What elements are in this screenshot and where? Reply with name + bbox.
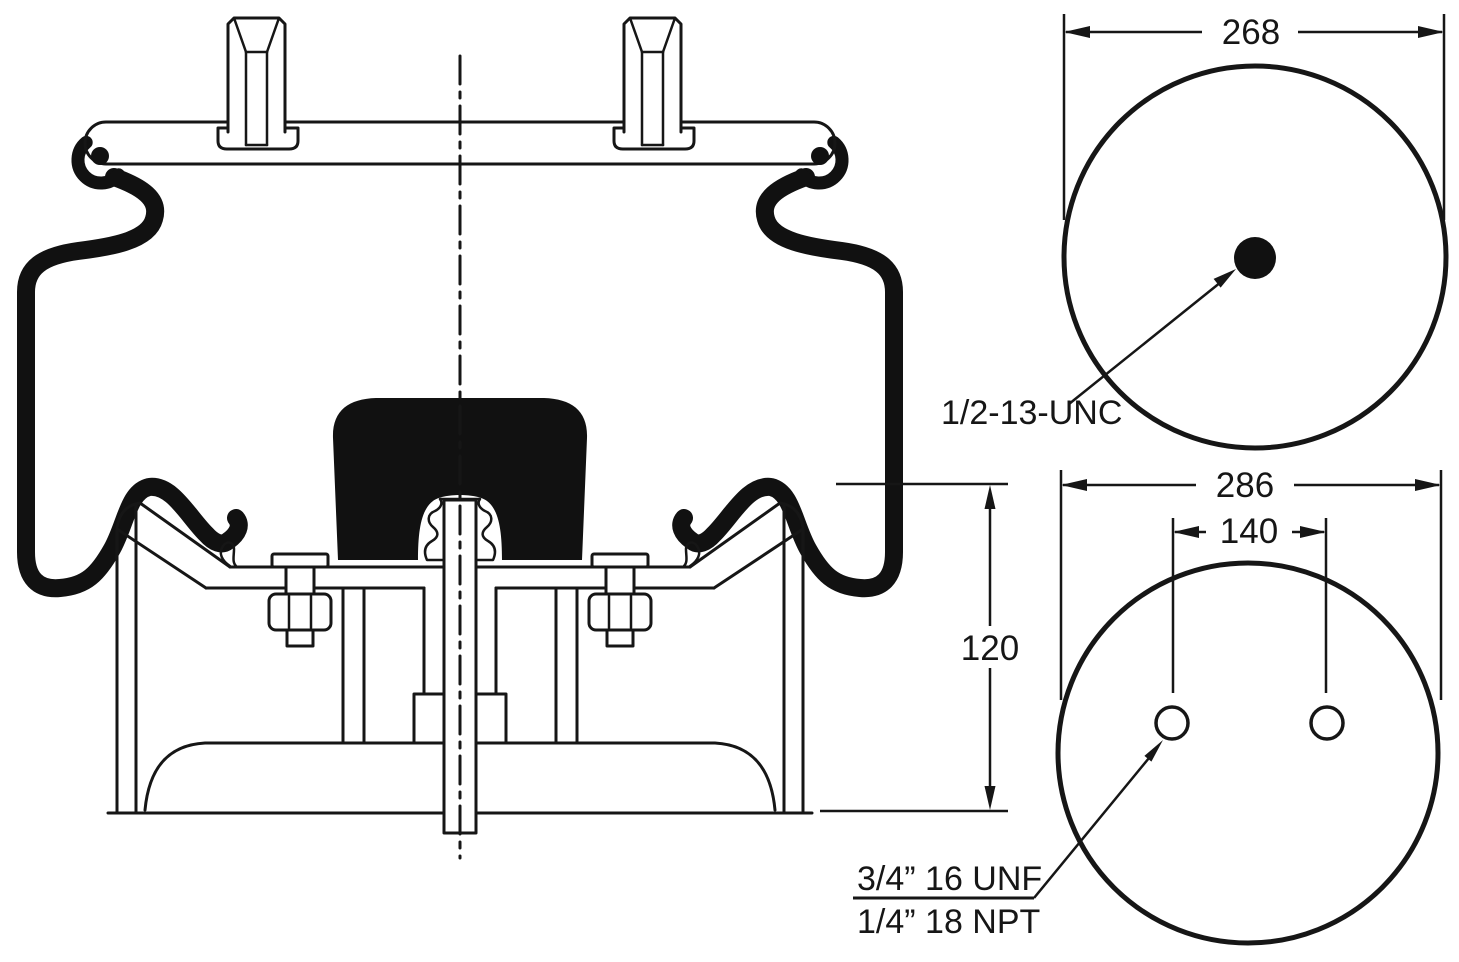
piston-left-bend (115, 501, 142, 530)
mounting-stud-right (612, 16, 696, 151)
stud-thread-callout: 1/2-13-UNC (941, 269, 1236, 432)
dim-268-value: 268 (1222, 13, 1280, 52)
air-fitting-hole-left (1154, 705, 1190, 741)
bellows-left-wall (17, 168, 248, 598)
arrowhead-left (1061, 479, 1087, 491)
top-view-circle (1061, 63, 1449, 451)
arrowhead-left (1173, 526, 1199, 538)
dimension-140: 140 (1171, 512, 1328, 693)
top-plate-outline (83, 120, 837, 166)
arrowhead-left (1064, 26, 1090, 38)
bottom-view: 286 140 3/4” 16 UNF 1/4” 18 NPT (853, 466, 1443, 946)
hex-nut (267, 592, 333, 632)
flange-bolt-left (267, 552, 333, 648)
piston-clamp-lip-right (682, 541, 701, 568)
dimension-120: 120 (820, 482, 1019, 813)
bolt-pad (270, 552, 330, 569)
bottom-view-circle (1055, 560, 1441, 946)
stud-thread-label: 1/2-13-UNC (941, 394, 1122, 432)
dimension-286: 286 (1059, 466, 1443, 700)
dimension-268: 268 (1062, 13, 1446, 220)
bellows-bead-wrap-left (71, 135, 126, 190)
hex-nut (587, 592, 653, 632)
dim-120-value: 120 (961, 629, 1019, 668)
leader-arrowhead (1144, 740, 1163, 762)
dim-286-value: 286 (1216, 466, 1274, 505)
front-section-view (17, 16, 903, 860)
hex-nut-facets (287, 594, 313, 630)
bellows-bead-wrap-right (794, 135, 849, 190)
arrowhead-up (984, 485, 996, 509)
fitting-label-bottom: 1/4” 18 NPT (857, 903, 1040, 941)
piston-clamp-lip-left (219, 541, 238, 568)
bead-core-right (811, 147, 829, 165)
piston-right-upper-slope (688, 501, 782, 569)
leader-arrowhead (1213, 269, 1236, 288)
piston-right-lower-slope (712, 527, 805, 590)
arrowhead-right (1415, 479, 1441, 491)
fitting-label-top: 3/4” 16 UNF (857, 860, 1042, 898)
bolt-shank (604, 565, 636, 596)
bead-core-left (91, 147, 109, 165)
mounting-stud-left (216, 16, 300, 151)
piston-left-upper-slope (138, 501, 232, 569)
bolt-tail (285, 628, 315, 648)
arrowhead-right (1300, 526, 1326, 538)
piston-right-bend (778, 501, 805, 530)
bolt-tail (605, 628, 635, 648)
bellows-right-wall (672, 168, 903, 598)
bolt-pad (590, 552, 650, 569)
bolt-shank (284, 565, 316, 596)
air-fitting-hole-right (1309, 705, 1345, 741)
hex-nut-facets (607, 594, 633, 630)
flange-bolt-right (587, 552, 653, 648)
arrowhead-down (984, 786, 996, 810)
dim-140-value: 140 (1220, 512, 1278, 551)
air-fitting-callout: 3/4” 16 UNF 1/4” 18 NPT (853, 740, 1163, 941)
arrowhead-right (1418, 26, 1444, 38)
top-view: 268 1/2-13-UNC (941, 13, 1449, 451)
leader-line (1068, 281, 1222, 405)
leader-line (1033, 757, 1150, 899)
piston-left-lower-slope (115, 527, 208, 590)
center-stud-dot (1234, 237, 1276, 279)
